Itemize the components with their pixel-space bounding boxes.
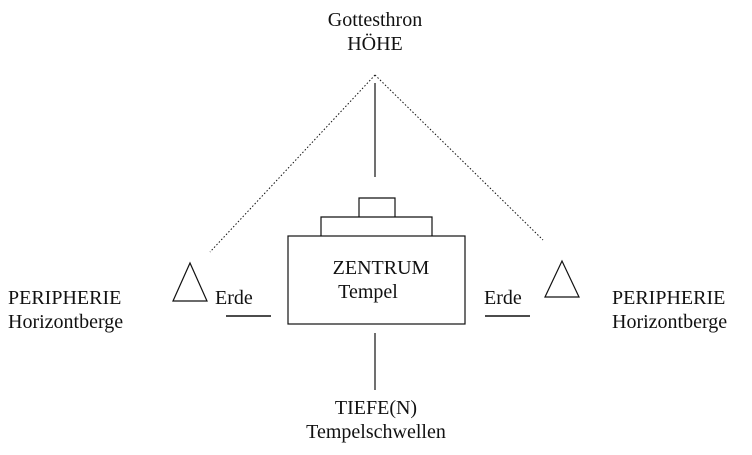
temple-top-step [358,197,396,217]
right-periphery-group: PERIPHERIE Horizontberge [612,286,727,334]
left-dotted-line [209,74,376,253]
left-mountain-triangle [172,261,208,302]
top-label-line2: HÖHE [347,33,403,55]
temple-middle-step [320,216,433,236]
bottom-label-line1: TIEFE(N) [334,397,418,419]
right-dotted-line [374,74,544,241]
bottom-label-line2: Tempelschwellen [306,421,446,443]
left-periphery-group: PERIPHERIE Horizontberge [8,286,123,334]
left-periphery-line2: Horizontberge [8,311,124,333]
right-periphery-line1: PERIPHERIE [612,287,726,309]
right-mountain-triangle [544,259,580,298]
temple-box [287,235,466,325]
left-periphery-line1: PERIPHERIE [8,287,122,309]
right-periphery-line2: Horizontberge [612,311,728,333]
center-label-line1: ZENTRUM [332,257,430,279]
right-earth-label: Erde [484,287,522,309]
bottom-label-group: TIEFE(N) Tempelschwellen [306,396,446,444]
top-label-group: Gottesthron HÖHE [328,8,422,56]
top-label-line1: Gottesthron [327,9,423,31]
center-label-line2: Tempel [338,281,398,303]
left-earth-label: Erde [215,287,253,309]
center-label-group: ZENTRUM Tempel [333,256,430,304]
